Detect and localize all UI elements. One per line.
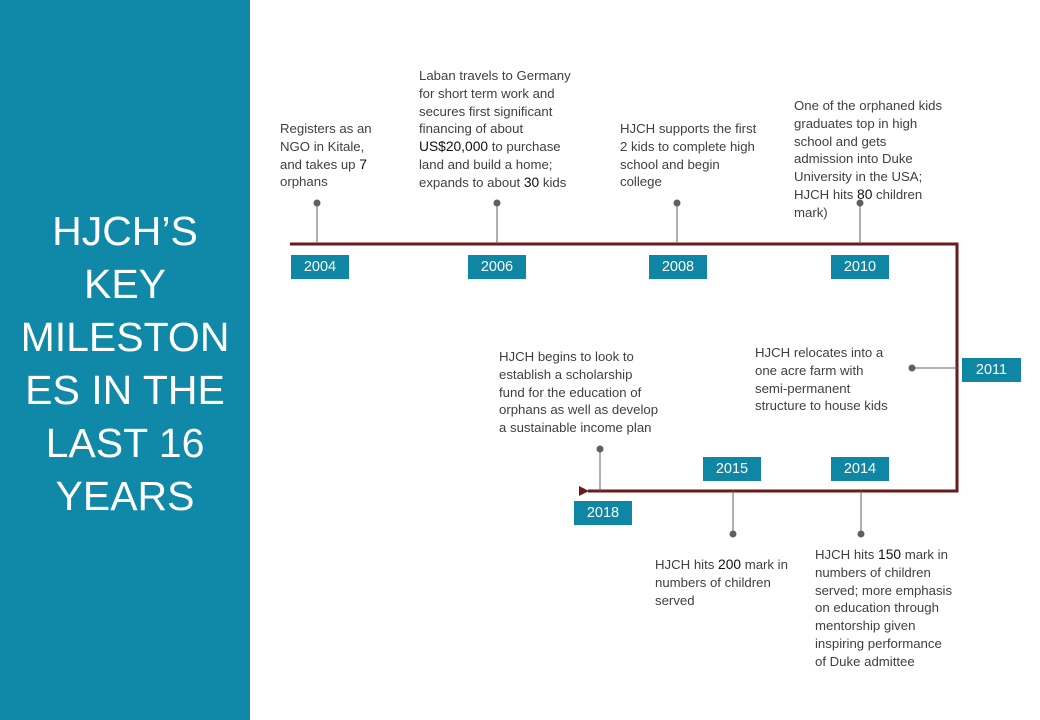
text-line: mark) <box>794 204 828 220</box>
milestone-text-2018: HJCH begins to look to establish a schol… <box>499 348 658 437</box>
text-line: land and build a home; <box>419 156 553 172</box>
connector-dot-2018 <box>596 445 604 453</box>
text-line: HJCH begins to look to <box>499 349 634 364</box>
text-line: graduates top in high <box>794 115 918 131</box>
children-count: 200 <box>718 557 742 572</box>
text-segment: HJCH hits <box>815 547 879 562</box>
text-line: and takes up 7 <box>280 156 372 174</box>
year-box-2014: 2014 <box>831 457 889 481</box>
year-box-2010: 2010 <box>831 255 889 279</box>
milestone-text-2008: HJCH supports the first 2 kids to comple… <box>620 120 756 191</box>
title-line: MILESTON <box>20 314 230 360</box>
title-line: KEY <box>83 261 167 307</box>
text-line: US$20,000 to purchase <box>419 138 571 156</box>
connector-dot-2014 <box>857 530 865 538</box>
text-line: One of the orphaned kids <box>794 98 943 113</box>
text-line: orphans <box>280 174 328 190</box>
text-segment: HJCH hits <box>655 557 719 572</box>
children-count: 150 <box>878 547 902 562</box>
text-line: NGO in Kitale, <box>280 138 365 154</box>
text-line: Registers as an <box>280 121 372 136</box>
text-line: Laban travels to Germany <box>419 68 571 83</box>
page-title: HJCH’S KEY MILESTON ES IN THE LAST 16 YE… <box>0 205 250 523</box>
text-segment: to purchase <box>488 139 561 155</box>
text-segment: children <box>872 186 923 202</box>
text-segment: expands to about <box>419 174 524 190</box>
kids-count: 30 <box>523 174 540 190</box>
text-line: HJCH hits 200 mark in <box>655 556 788 574</box>
connector-dot-2010 <box>856 199 864 207</box>
text-line: expands to about 30 kids <box>419 174 571 192</box>
milestone-text-2011: HJCH relocates into a one acre farm with… <box>755 344 888 415</box>
text-line: numbers of children <box>815 564 931 580</box>
text-line: served; more emphasis <box>815 582 953 598</box>
milestone-text-2004: Registers as an NGO in Kitale, and takes… <box>280 120 372 191</box>
year-box-2018: 2018 <box>574 501 632 525</box>
text-line: served <box>655 592 695 608</box>
connector-dot-2006 <box>493 199 501 207</box>
text-segment: kids <box>539 174 567 190</box>
title-line: YEARS <box>55 473 195 519</box>
text-line: of Duke admittee <box>815 653 915 669</box>
title-line: HJCH’S <box>52 208 198 254</box>
text-line: HJCH relocates into a <box>755 345 884 360</box>
text-line: on education through <box>815 600 939 616</box>
year-box-2015: 2015 <box>703 457 761 481</box>
title-panel: HJCH’S KEY MILESTON ES IN THE LAST 16 YE… <box>0 0 250 720</box>
text-line: structure to house kids <box>755 398 888 414</box>
year-box-2011: 2011 <box>962 358 1021 382</box>
text-line: mentorship given <box>815 618 916 634</box>
text-line: establish a scholarship <box>499 366 633 382</box>
text-line: numbers of children <box>655 574 771 590</box>
text-line: fund for the education of <box>499 384 642 400</box>
text-line: a sustainable income plan <box>499 420 652 436</box>
connector-dot-2008 <box>673 199 681 207</box>
text-line: University in the USA; <box>794 169 923 185</box>
text-segment: and takes up <box>280 156 360 172</box>
text-line: 2 kids to complete high <box>620 138 755 154</box>
text-line: for short term work and <box>419 85 555 101</box>
title-line: ES IN THE <box>25 367 225 413</box>
text-line: college <box>620 174 662 190</box>
text-line: HJCH supports the first <box>620 121 757 136</box>
connector-dot-2015 <box>729 530 737 538</box>
text-line: inspiring performance <box>815 635 942 651</box>
year-box-2004: 2004 <box>291 255 349 279</box>
text-line: financing of about <box>419 121 524 137</box>
text-line: school and begin <box>620 156 720 172</box>
text-line: HJCH hits 80 children <box>794 186 942 204</box>
year-box-2006: 2006 <box>468 255 526 279</box>
connector-dot-2011 <box>908 364 916 372</box>
year-box-2008: 2008 <box>649 255 707 279</box>
milestone-text-2015: HJCH hits 200 mark in numbers of childre… <box>655 556 788 609</box>
title-line: LAST 16 <box>45 420 205 466</box>
text-line: one acre farm with <box>755 362 864 378</box>
text-line: HJCH hits 150 mark in <box>815 546 952 564</box>
text-line: admission into Duke <box>794 151 913 167</box>
milestone-text-2014: HJCH hits 150 mark in numbers of childre… <box>815 546 952 671</box>
milestone-text-2010: One of the orphaned kids graduates top i… <box>794 97 942 222</box>
financing-amount: US$20,000 <box>419 139 489 155</box>
text-line: orphans as well as develop <box>499 402 659 418</box>
children-count: 80 <box>857 186 873 202</box>
text-line: semi-permanent <box>755 380 851 396</box>
orphan-count: 7 <box>359 155 367 172</box>
text-line: secures first significant <box>419 103 553 119</box>
connector-dot-2004 <box>313 199 321 207</box>
text-segment: mark in <box>741 557 788 572</box>
text-segment: mark in <box>901 547 948 562</box>
text-line: school and gets <box>794 133 887 149</box>
milestone-text-2006: Laban travels to Germany for short term … <box>419 67 571 192</box>
text-segment: HJCH hits <box>794 186 858 202</box>
